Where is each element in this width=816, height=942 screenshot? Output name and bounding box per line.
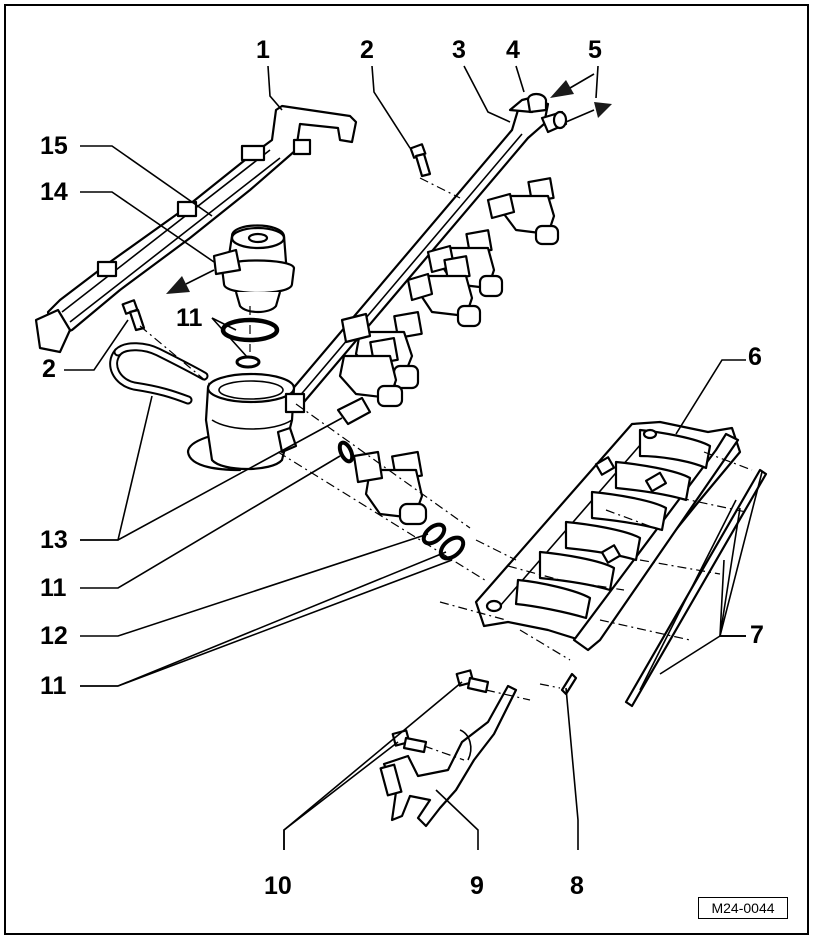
- callout-3: 3: [452, 36, 466, 64]
- alignment-lines: [139, 177, 753, 761]
- injector-rail-3: [406, 255, 482, 328]
- arrow-icon-5: [565, 102, 612, 123]
- callout-5: 5: [588, 36, 602, 64]
- callout-9: 9: [470, 872, 484, 900]
- part-15-pressure-regulator: [212, 224, 296, 314]
- callout-12: 12: [40, 622, 68, 650]
- injector-rail-1: [486, 177, 560, 246]
- part-3-fuel-rail: [288, 92, 568, 404]
- callout-2: 2: [42, 355, 56, 383]
- part-9-bracket: [379, 684, 518, 828]
- leader-lines: [64, 65, 763, 850]
- part-8-seal: [560, 672, 578, 696]
- callout-1: 1: [256, 36, 270, 64]
- callout-13: 13: [40, 526, 68, 554]
- callout-11: 11: [40, 672, 67, 700]
- callout-11: 11: [40, 574, 67, 602]
- callout-10: 10: [264, 872, 292, 900]
- callout-7: 7: [750, 621, 764, 649]
- part-2-bolt-left: [121, 299, 146, 332]
- part-10-bolt-lower: [391, 729, 428, 754]
- injector-rail-5: [338, 336, 404, 408]
- arrow-icon-4: [550, 73, 595, 98]
- callout-6: 6: [748, 343, 762, 371]
- injector-exploded: [352, 450, 428, 526]
- callout-4: 4: [506, 36, 520, 64]
- part-11-seal-middle: [337, 440, 355, 464]
- part-13-clip: [336, 396, 372, 426]
- part-7-gasket: [624, 468, 768, 708]
- callout-8: 8: [570, 872, 584, 900]
- part-1-bracket: [34, 104, 358, 354]
- part-6-intake-manifold: [474, 420, 742, 652]
- fuel-damper-reservoir: [186, 372, 306, 472]
- part-10-bolt-upper: [455, 669, 490, 694]
- part-13-vacuum-hose: [109, 342, 209, 405]
- callout-15: 15: [40, 132, 68, 160]
- injector-group-rail: [338, 177, 560, 408]
- part-11-seal-lower: [438, 535, 466, 561]
- arrow-icon-14: [166, 269, 215, 294]
- figure-reference-code: M24-0044: [698, 897, 788, 919]
- part-2-bolt-top: [409, 143, 432, 178]
- callout-14: 14: [40, 178, 68, 206]
- callout-11: 11: [176, 304, 203, 332]
- part-12-ring: [421, 522, 447, 546]
- callout-2: 2: [360, 36, 374, 64]
